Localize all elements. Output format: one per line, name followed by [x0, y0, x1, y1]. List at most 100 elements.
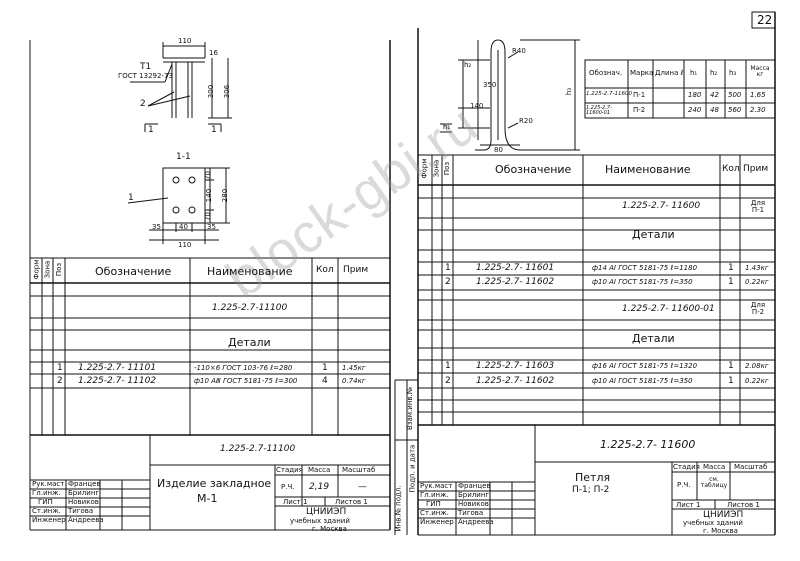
lt-r2-mark: П-2 [633, 106, 646, 114]
lt-hdr-length: Длина ℓ [655, 69, 684, 77]
anchor-hole-2 [188, 176, 196, 184]
r3-qty: 1 [728, 361, 734, 371]
tb-left-role-1: Рук.маст [32, 480, 65, 488]
dim-80: 80 [494, 146, 503, 154]
lt-hdr-mass: Масса кг [750, 65, 770, 78]
tb-right-sheets: Листов 1 [727, 501, 760, 509]
tb-right-org3: г. Москва [703, 527, 738, 535]
row1-designation: 1.225-2.7- 11101 [78, 363, 157, 373]
lt-r2-h1: 240 [688, 106, 702, 114]
r3-pos: 1 [445, 361, 451, 371]
r3-note: 2.08кг [745, 362, 769, 370]
dim-140: 140 [205, 188, 214, 203]
r1-pos: 1 [445, 263, 451, 273]
tb-left-org3: г. Москва [312, 525, 347, 533]
r-doc-row1: 1.225-2.7- 11600 [622, 201, 701, 211]
callout-1: 1 [128, 193, 134, 203]
page-number: 22 [757, 13, 773, 27]
lt-r2-h2: 48 [710, 106, 719, 114]
tb-right-role-4: Ст.инж. [420, 509, 449, 517]
tb-right-role-3: ГИП [426, 500, 441, 508]
lt-hdr-h2: h₂ [710, 69, 718, 77]
hdr-designation: Обозначение [95, 265, 172, 278]
tb-left-mass: 2,19 [309, 482, 330, 492]
tb-left-stage-hdr: Стадия [276, 466, 303, 474]
tb-right-name-2: Брилинг [458, 491, 490, 499]
tb-left-subtitle: М-1 [197, 492, 218, 505]
tb-left-org2: учебных зданий [290, 517, 350, 525]
dim-40: 40 [179, 223, 188, 231]
section-title: 1-1 [176, 152, 191, 162]
tb-right-mass: см. таблицу [700, 476, 728, 489]
tb-left-title: Изделие закладное [157, 477, 272, 490]
tb-left-name-3: Новиков [68, 498, 99, 506]
row2-note: 0.74кг [342, 377, 366, 385]
hdr-format: Форм [32, 259, 41, 280]
lt-hdr-mark: Марка [630, 69, 654, 77]
lt-r2-mass: 2.30 [750, 106, 766, 114]
tb-right-mass-hdr: Масса [703, 463, 726, 471]
tb-left-stage: Р.Ч. [281, 483, 295, 491]
spec-doc-row: 1.225-2.7-11100 [212, 303, 288, 313]
dim-280: 280 [221, 188, 230, 203]
tb-right-stage: Р.Ч. [677, 481, 691, 489]
tb-right-role-5: Инженер [420, 518, 454, 526]
row1-pos: 1 [57, 363, 63, 373]
tb-right-subtitle: П-1; П-2 [572, 485, 610, 495]
row2-name: ф10 АⅢ ГОСТ 5181-75 ℓ=300 [194, 377, 298, 385]
tb-left-sheets: Листов 1 [335, 498, 368, 506]
dim-35-b: 35 [207, 223, 216, 231]
tb-left-name-2: Брилинг [68, 489, 100, 497]
r1-name: ф14 АⅠ ГОСТ 5181-75 ℓ=1180 [592, 264, 698, 272]
row1-name: -110×6 ГОСТ 103-76 ℓ=280 [194, 364, 293, 372]
lt-r2-designation: 1.225-2.7-11600-01 [586, 105, 612, 116]
r1-note: 1.43кг [745, 264, 769, 272]
r1-designation: 1.225-2.7- 11601 [476, 263, 555, 273]
r4-note: 0.22кг [745, 377, 769, 385]
r4-qty: 1 [728, 376, 734, 386]
r2-note: 0.22кг [745, 278, 769, 286]
lt-r1-mass: 1.65 [750, 91, 766, 99]
tb-right-stage-hdr: Стадия [673, 463, 700, 471]
tb-right-role-2: Гл.инж. [420, 491, 449, 499]
r3-name: ф16 АⅠ ГОСТ 5181-75 ℓ=1320 [592, 362, 698, 370]
tb-right-title: Петля [575, 471, 611, 484]
tb-right-scale-hdr: Масштаб [734, 463, 768, 471]
r-hdr-note: Прим [743, 164, 769, 174]
tb-right-org1: ЦНИИЭП [703, 510, 744, 520]
callout-2: 2 [140, 99, 146, 109]
tb-right-role-1: Рук.маст [420, 482, 453, 490]
dim-h2: h₂ [464, 61, 472, 69]
row1-qty: 1 [322, 363, 328, 373]
r-hdr-pos: Поз [443, 161, 452, 176]
tb-right-name-1: Францев [458, 482, 491, 490]
lt-hdr-designation: Обознач. [589, 69, 623, 77]
dim-h1: h₁ [443, 123, 451, 131]
lt-r2-h3: 560 [728, 106, 742, 114]
stamp-podp-data: Подп. и дата [408, 444, 417, 493]
tb-right-doc-code: 1.225-2.7- 11600 [600, 438, 696, 451]
spec-section-label: Детали [228, 336, 271, 349]
r-hdr-qty: Кол [722, 164, 740, 174]
r2-pos: 2 [445, 277, 451, 287]
r2-name: ф10 АⅠ ГОСТ 5181-75 ℓ=350 [592, 278, 693, 286]
tb-left-sheet: Лист 1 [283, 498, 308, 506]
tb-right-org2: учебных зданий [683, 519, 743, 527]
hdr-qty: Кол [316, 265, 334, 275]
dim-306: 306 [223, 84, 232, 99]
dim-h3: h₃ [565, 87, 574, 96]
tb-left-role-3: ГИП [38, 498, 53, 506]
r-hdr-designation: Обозначение [495, 163, 572, 176]
r4-pos: 2 [445, 376, 451, 386]
hdr-name: Наименование [207, 265, 293, 278]
r-hdr-name: Наименование [605, 163, 691, 176]
dim-110-bottom: 110 [178, 241, 192, 249]
lt-r1-mark: П-1 [633, 91, 646, 99]
r-note2: Для П-2 [750, 301, 766, 316]
tb-right-name-5: Андреева [458, 518, 494, 526]
r2-designation: 1.225-2.7- 11602 [476, 277, 555, 287]
view-mark: Т1 [140, 62, 152, 72]
anchor-hole-4 [188, 206, 196, 214]
hdr-note: Прим [343, 265, 369, 275]
row2-pos: 2 [57, 376, 63, 386]
